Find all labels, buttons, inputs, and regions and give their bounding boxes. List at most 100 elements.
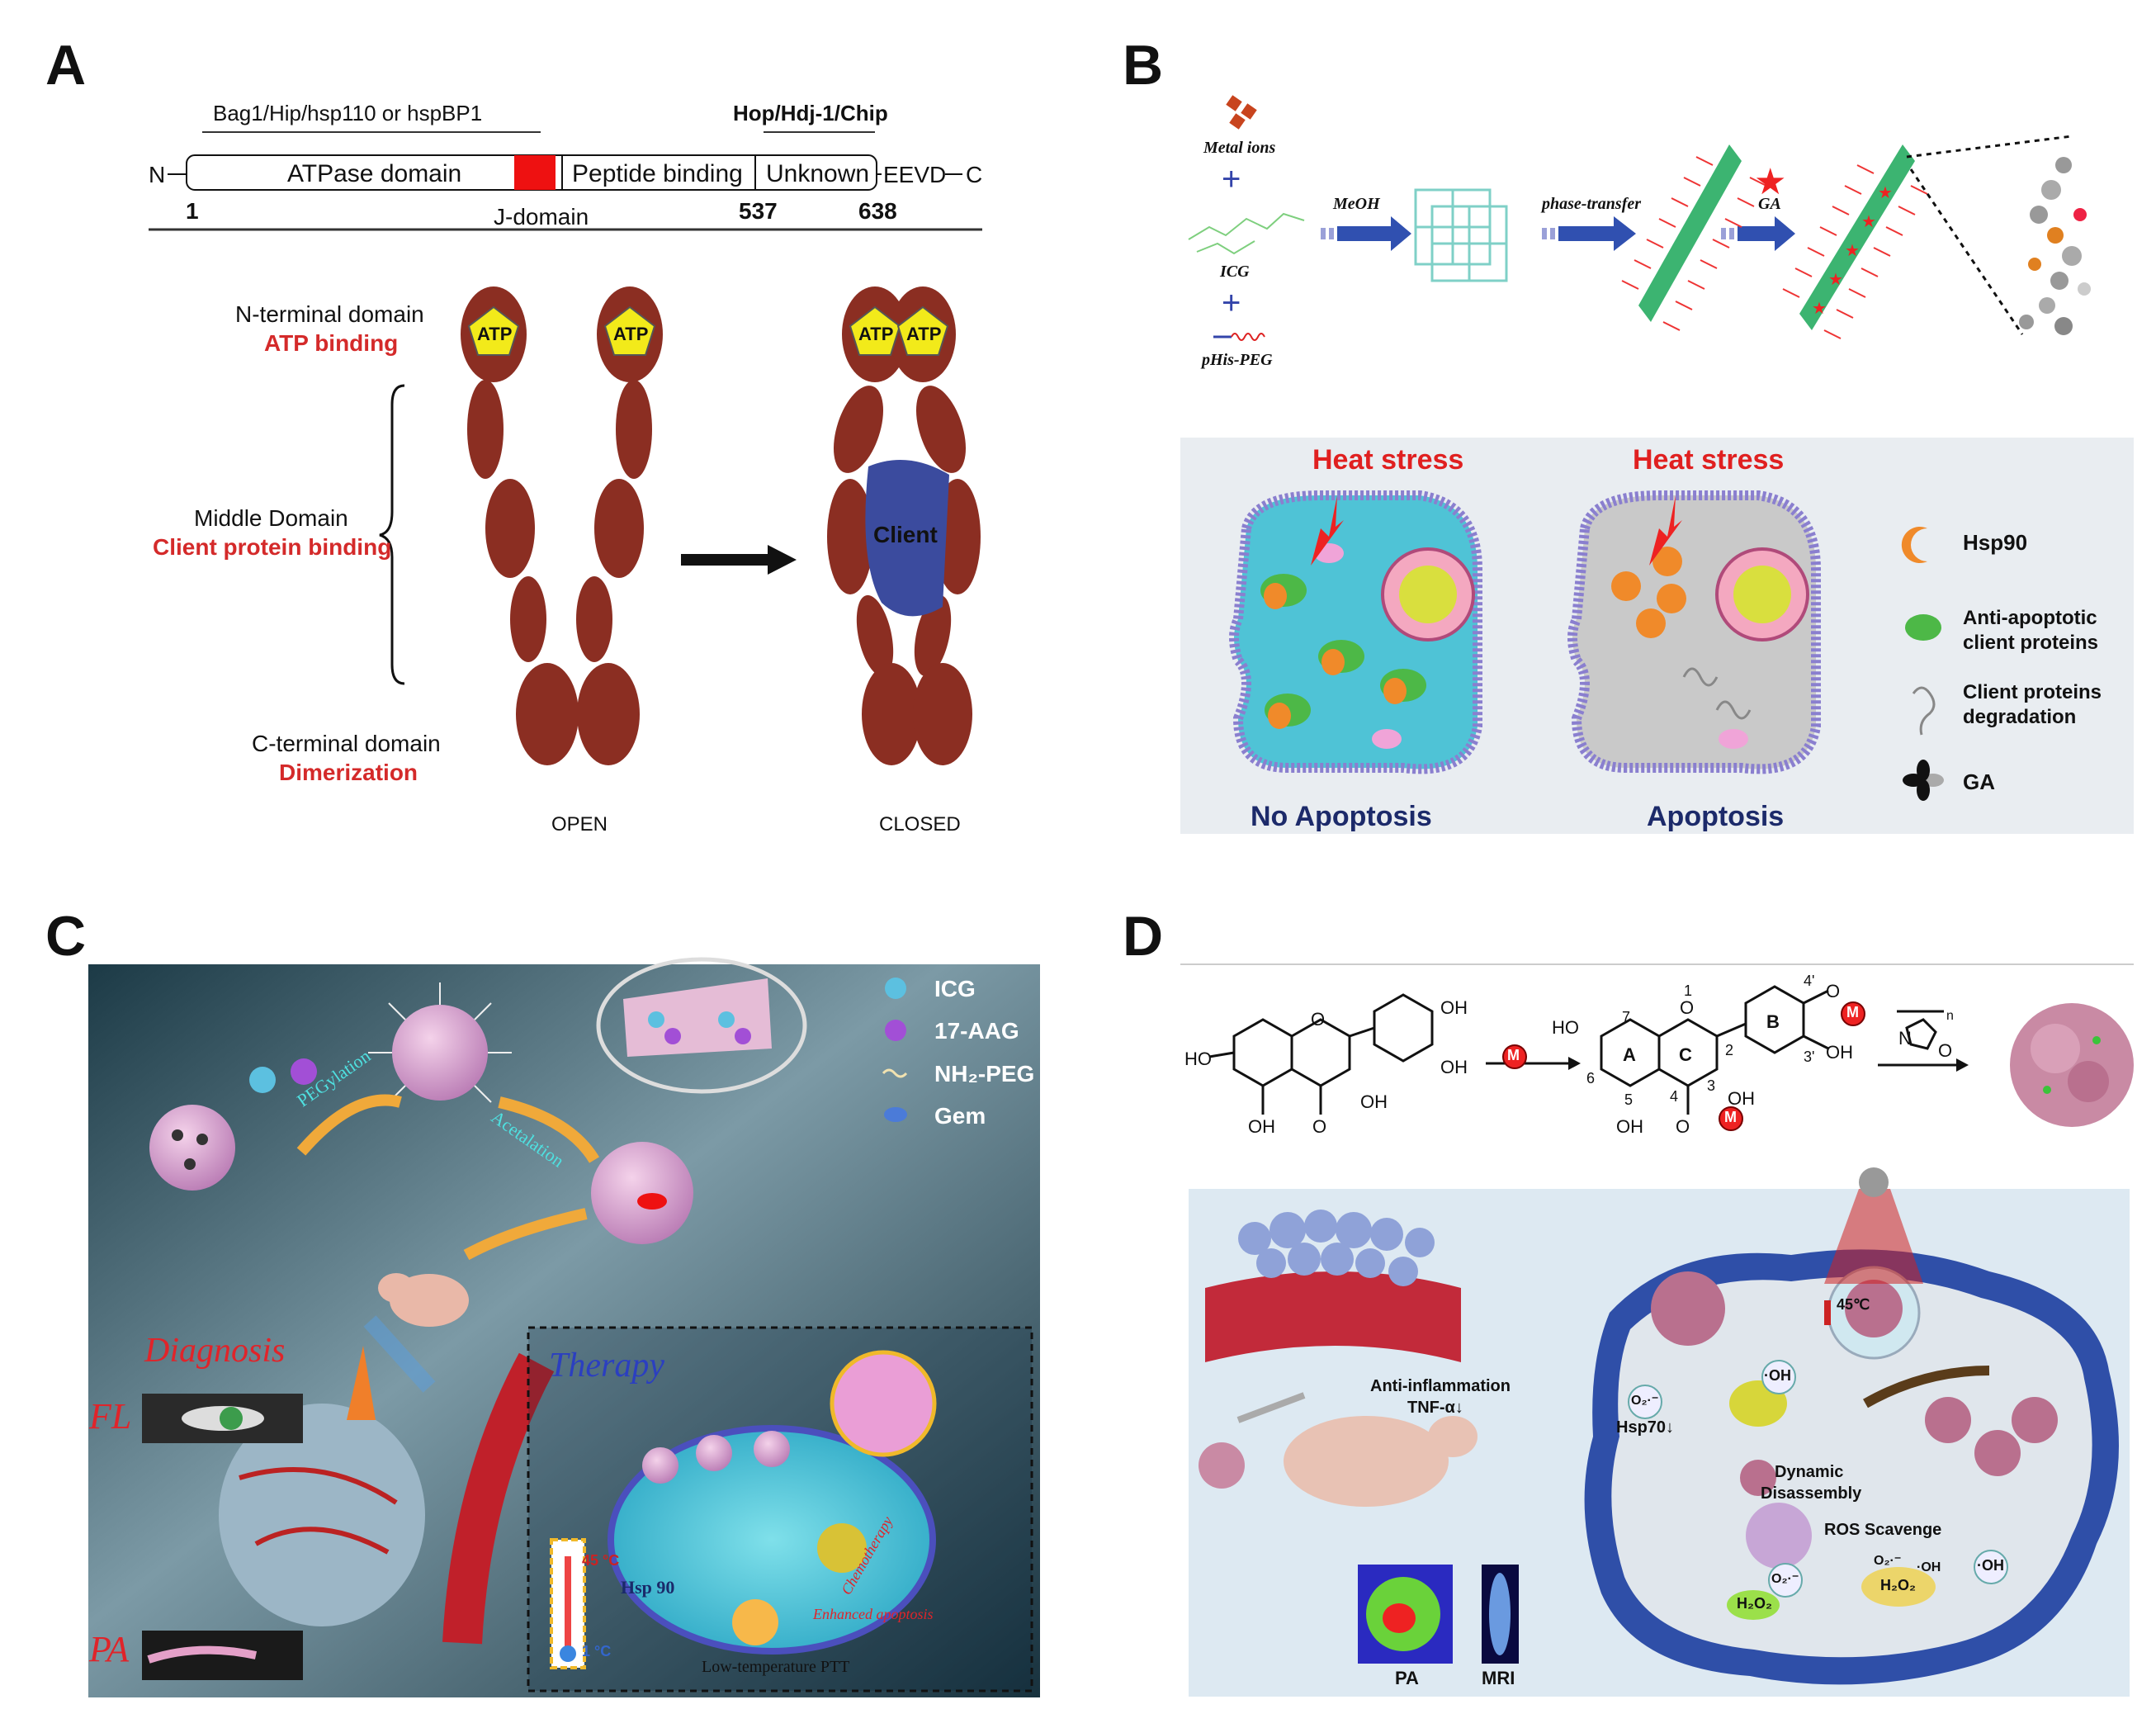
diagnosis-label: Diagnosis [144, 1332, 286, 1370]
cell-no-apoptosis [1229, 490, 1482, 774]
c-terminal-label: C-terminal domain [252, 731, 441, 756]
bag1-label: Bag1/Hip/hsp110 or hspBP1 [213, 101, 483, 125]
svg-text:★: ★ [1878, 184, 1893, 202]
metal-ion-reactant [1502, 1044, 1527, 1069]
heat-stress-right: Heat stress [1633, 444, 1785, 476]
no-apoptosis-label: No Apoptosis [1251, 801, 1432, 832]
complex-o-4: O [1676, 1116, 1690, 1137]
j-domain-block [514, 155, 556, 190]
o2-radical-1: O₂·⁻ [1631, 1394, 1659, 1408]
complex-oh-5: OH [1616, 1116, 1643, 1137]
plus-1: + [1222, 161, 1241, 197]
meoh-label: MeOH [1333, 195, 1380, 213]
degradation-legend-icon [1912, 686, 1936, 736]
atp-label-3: ATP [858, 324, 894, 344]
complex-ring-a: A [1623, 1044, 1636, 1065]
j-domain-label: J-domain [494, 204, 589, 230]
low-temp-ptt-label: Low-temperature PTT [702, 1658, 850, 1676]
quercetin-oh-3prime: OH [1440, 997, 1468, 1018]
h2o2-label-1: H₂O₂ [1737, 1595, 1772, 1612]
pvp-n-label: N [1898, 1028, 1912, 1049]
hop-label: Hop/Hdj-1/Chip [733, 101, 888, 125]
panel-label-d: D [1123, 905, 1164, 968]
metal-ion-c [1719, 1106, 1743, 1131]
ros-scavenge-label: ROS Scavenge [1824, 1521, 1942, 1539]
complex-num-4: 4 [1670, 1088, 1679, 1105]
legend-17aag-label: 17-AAG [934, 1018, 1019, 1044]
o2-radical-3: O₂·⁻ [1874, 1554, 1902, 1568]
complex-ho-7: HO [1552, 1017, 1579, 1038]
panel-label-a: A [45, 34, 87, 97]
enhanced-apoptosis-label: Enhanced apoptosis [813, 1606, 934, 1622]
complex-metal-b-label: M [1846, 1004, 1859, 1020]
hsp90-label-c: Hsp 90 [621, 1577, 675, 1598]
pa-label-d: PA [1395, 1668, 1419, 1688]
anti-inflammation-label: Anti-inflammation [1370, 1377, 1511, 1395]
vessel-d [1205, 1271, 1461, 1362]
svg-text:★: ★ [1861, 213, 1876, 231]
apoptosis-label: Apoptosis [1647, 801, 1785, 832]
unknown-label: Unknown [766, 160, 870, 187]
complex-metal-c-label: M [1724, 1109, 1737, 1125]
complex-num-5: 5 [1624, 1091, 1634, 1108]
atp-label-2: ATP [613, 324, 649, 344]
h2o2-label-2: H₂O₂ [1880, 1577, 1916, 1593]
atp-label-4: ATP [906, 324, 942, 344]
panel-label-b: B [1123, 34, 1164, 97]
hsp90-open-dimer [461, 286, 663, 765]
therapy-label: Therapy [549, 1347, 664, 1385]
n-terminal-label: N-terminal domain [235, 301, 424, 327]
closed-label: CLOSED [879, 813, 961, 836]
complex-o-1: O [1680, 997, 1695, 1018]
ga-legend-icon [1903, 760, 1944, 801]
legend-ga-label: GA [1963, 769, 1995, 794]
empty-nanoparticle [149, 1105, 235, 1191]
oh-radical-1: ·OH [1764, 1367, 1791, 1384]
phis-peg-label: pHis-PEG [1202, 351, 1273, 369]
oh-radical-2: ·OH [1977, 1557, 2004, 1574]
atp-binding-label: ATP binding [264, 330, 399, 356]
plus-2: + [1222, 285, 1241, 321]
polymer-chain [2019, 157, 2091, 335]
svg-text:★: ★ [1828, 271, 1843, 289]
complex-num-4p: 4' [1804, 973, 1815, 989]
legend-deg-label-2: degradation [1963, 706, 2077, 728]
hsp70-label: Hsp70↓ [1616, 1418, 1675, 1437]
nanorod-1 [1621, 144, 1767, 331]
pa-label-c: PA [89, 1629, 130, 1669]
quercetin-structure [1208, 993, 1434, 1115]
middle-domain-label: Middle Domain [194, 505, 348, 531]
quercetin-o-1: O [1311, 1009, 1326, 1030]
panel-label-c: C [45, 905, 87, 968]
metal-ion-reactant-label: M [1507, 1047, 1520, 1063]
quercetin-oh-3: OH [1360, 1091, 1388, 1112]
client-protein [865, 460, 949, 617]
complex-num-7: 7 [1622, 1009, 1631, 1025]
o2-radical-2: O₂·⁻ [1771, 1572, 1799, 1586]
position-537-label: 537 [739, 198, 778, 224]
complex-ring-c: C [1679, 1044, 1692, 1065]
mof-lattice [1414, 188, 1508, 282]
legend-anti-label-1: Anti-apoptotic [1963, 607, 2097, 629]
anti-apoptotic-legend-icon [1905, 614, 1941, 641]
complex-oh-3p: OH [1826, 1042, 1853, 1063]
quercetin-ho-7: HO [1184, 1049, 1212, 1069]
open-label: OPEN [551, 813, 608, 836]
hsp90-legend-icon [1901, 527, 1927, 563]
svg-text:★: ★ [1812, 300, 1827, 318]
heat-stress-left: Heat stress [1312, 444, 1464, 476]
hsp90-closed-dimer [827, 286, 981, 765]
dimerization-label: Dimerization [279, 760, 418, 785]
complex-num-2: 2 [1725, 1042, 1734, 1058]
quercetin-oh-5: OH [1248, 1116, 1275, 1137]
oh-radical-3: ·OH [1917, 1560, 1941, 1574]
c-end-label: C [966, 162, 983, 187]
atpase-domain-label: ATPase domain [287, 160, 462, 187]
mri-label-d: MRI [1482, 1668, 1515, 1688]
legend-hsp90-label: Hsp90 [1963, 530, 2028, 555]
pvp-o-label: O [1938, 1040, 1953, 1061]
eevd-label: EEVD [883, 162, 947, 187]
